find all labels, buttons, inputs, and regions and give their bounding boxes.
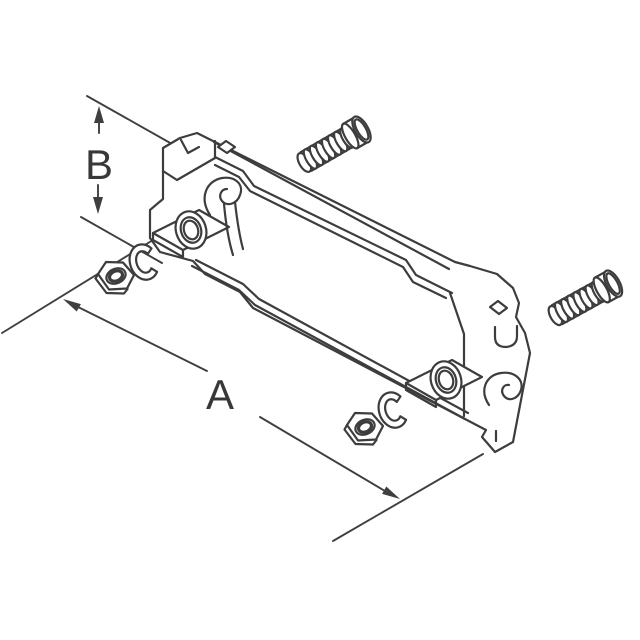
dim-b-arrow-down-icon xyxy=(93,197,103,214)
retaining-ring-bottom xyxy=(377,391,408,429)
bracket-crease-upper xyxy=(213,155,454,295)
hex-nut-left-thickness xyxy=(94,272,129,295)
clamp-finger-right xyxy=(483,371,523,407)
lug-left-thickness xyxy=(151,231,185,259)
bracket-clip-notch xyxy=(179,138,201,155)
dim-a-arrow-left-icon xyxy=(63,299,81,312)
mounting-lug-right xyxy=(404,358,484,409)
lug-right-eyelet-hole xyxy=(437,369,455,391)
dim-b-arrow-up-icon xyxy=(94,106,104,123)
dim-b-extension-line-top xyxy=(86,95,173,145)
clamp-bracket xyxy=(148,131,532,454)
dim-a-line-left-segment xyxy=(69,302,208,372)
dim-b-label: B xyxy=(85,141,113,188)
clamp-finger-left-strap-2 xyxy=(233,200,245,251)
dim-a-extension-line-left xyxy=(1,239,154,334)
lug-right-thickness xyxy=(404,381,438,409)
clamp-finger-left xyxy=(203,176,243,217)
bracket-rail-edge-1 xyxy=(194,258,470,415)
hex-nut-bottom-bore xyxy=(356,420,374,434)
dimension-a: A xyxy=(1,239,484,542)
bracket-rail-edge-2 xyxy=(190,264,467,421)
bracket-fold-channel xyxy=(493,324,519,349)
mounting-lug-left xyxy=(151,208,231,259)
bracket-clip-base xyxy=(161,156,217,182)
bracket-right-face-edge xyxy=(448,291,466,418)
retaining-ring-bottom-shape xyxy=(377,391,408,429)
hex-nut-left xyxy=(94,260,136,295)
dim-a-arrow-right-icon xyxy=(382,486,400,499)
hex-nut-bottom-thickness xyxy=(343,423,378,446)
bracket-top-fold-line xyxy=(212,140,451,271)
bracket-slot-left xyxy=(216,139,237,155)
dim-a-line-right-segment xyxy=(259,416,391,495)
screw-top xyxy=(291,112,376,179)
dim-a-extension-line-right xyxy=(332,453,484,542)
hex-nut-left-bore xyxy=(107,269,125,283)
bracket-crease-lower xyxy=(213,163,448,300)
clamp-finger-left-strap-1 xyxy=(222,202,235,257)
dim-b-extension-line-bottom xyxy=(80,216,163,264)
retaining-ring-left-shape xyxy=(128,243,159,281)
dim-a-label: A xyxy=(206,371,234,418)
dimension-b: B xyxy=(80,95,173,264)
bracket-slot-right xyxy=(488,299,509,316)
screw-right xyxy=(542,266,627,332)
retaining-ring-left xyxy=(128,243,159,281)
hex-nut-bottom xyxy=(343,411,385,446)
lug-left-eyelet-hole xyxy=(182,219,200,241)
